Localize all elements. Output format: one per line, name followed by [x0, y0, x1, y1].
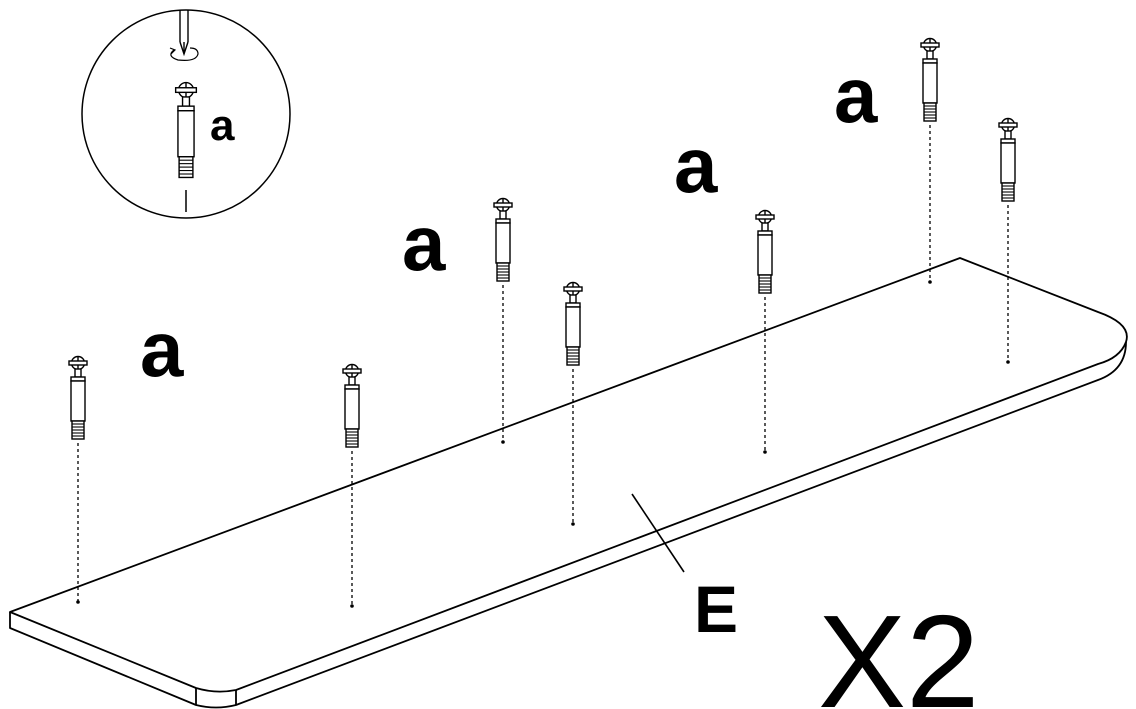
fitting-5: [755, 209, 775, 294]
fitting-label-2: a: [402, 199, 446, 287]
quantity-label: X2: [818, 588, 979, 709]
fitting-2-guide-line-hole: [350, 604, 354, 608]
part-label: E: [694, 572, 738, 646]
fitting-1: [68, 355, 88, 440]
fitting-label-1: a: [140, 305, 184, 393]
fitting-label-4: a: [834, 51, 878, 139]
rotation-arrow-icon: [169, 47, 199, 61]
screwdriver-icon: [179, 10, 189, 57]
detail-fitting-body: [174, 81, 198, 179]
fitting-2: [342, 363, 362, 448]
fitting-7: [998, 117, 1018, 202]
board-front-edge: [9, 341, 1127, 709]
fitting-6-guide-line-hole: [928, 280, 932, 284]
fitting-4: [563, 281, 583, 366]
board-top-face: [9, 257, 1128, 693]
fitting-7-guide-line-hole: [1006, 360, 1010, 364]
fittings-group: [68, 37, 1018, 608]
detail-callout: a: [81, 9, 291, 219]
fitting-4-guide-line-hole: [571, 522, 575, 526]
fitting-1-guide-line-hole: [76, 600, 80, 604]
fitting-5-guide-line-hole: [763, 450, 767, 454]
fitting-label-3: a: [674, 121, 718, 209]
board-corner-line: [195, 688, 237, 705]
detail-label: a: [210, 101, 235, 150]
board-panel-e: [9, 257, 1128, 709]
fitting-3-guide-line-hole: [501, 440, 505, 444]
fitting-3: [493, 197, 513, 282]
fitting-6: [920, 37, 940, 122]
part-e-leader-line: [631, 493, 685, 573]
detail-fitting: [174, 81, 198, 179]
